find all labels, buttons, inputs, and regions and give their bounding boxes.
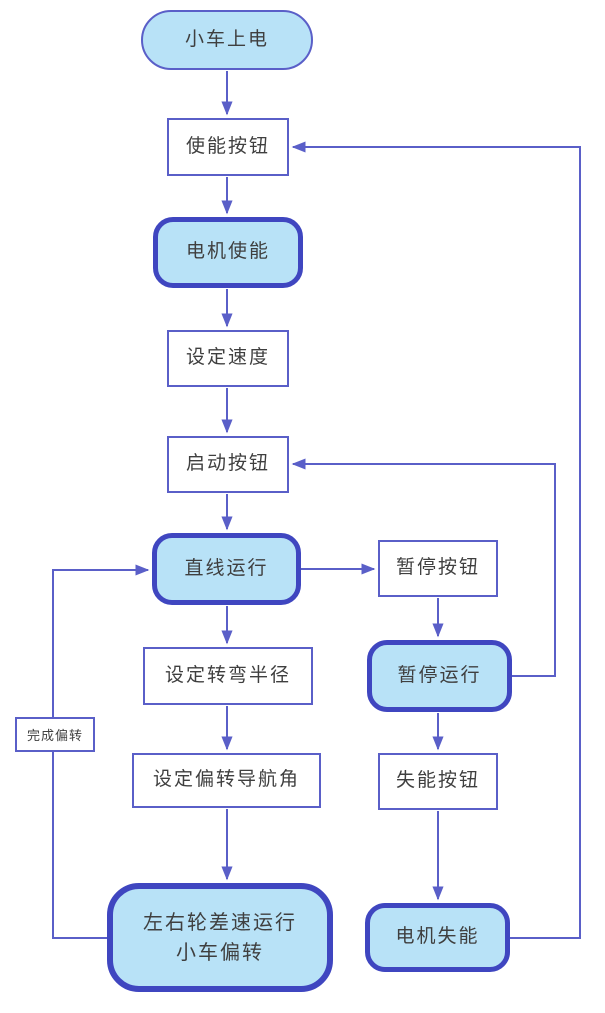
edge-label-complete-deflection: 完成偏转: [15, 717, 95, 752]
node-pause-button: 暂停按钮: [378, 540, 498, 597]
edge-pause-run-loop-to-start-button: [291, 458, 556, 677]
node-diff-run: 左右轮差速运行 小车偏转: [107, 883, 333, 992]
node-set-turn-radius: 设定转弯半径: [143, 647, 313, 705]
node-set-speed: 设定速度: [167, 330, 289, 387]
node-motor-enable: 电机使能: [153, 217, 303, 288]
node-power-on-label: 小车上电: [184, 28, 269, 50]
node-motor-disable-label: 电机失能: [395, 926, 480, 948]
node-enable-button: 使能按钮: [167, 118, 289, 176]
node-set-yaw-angle-label: 设定偏转导航角: [152, 769, 300, 791]
node-set-turn-radius-label: 设定转弯半径: [164, 664, 291, 686]
edge-motor-disable-loop-to-enable-button: [291, 141, 581, 939]
node-diff-run-label-line2: 小车偏转: [176, 941, 264, 964]
node-straight-run-label: 直线运行: [184, 557, 269, 579]
node-motor-disable: 电机失能: [365, 903, 510, 972]
edge-label-complete-deflection-text: 完成偏转: [26, 728, 83, 743]
node-power-on: 小车上电: [141, 10, 313, 70]
edge-diff-run-loop-to-straight-run: [52, 564, 150, 939]
node-pause-run: 暂停运行: [367, 640, 512, 712]
node-straight-run: 直线运行: [152, 533, 301, 605]
node-pause-run-label: 暂停运行: [397, 664, 482, 686]
node-pause-button-label: 暂停按钮: [395, 557, 480, 579]
node-start-button: 启动按钮: [167, 436, 289, 493]
node-set-speed-label: 设定速度: [185, 347, 270, 369]
node-enable-button-label: 使能按钮: [185, 135, 270, 157]
node-start-button-label: 启动按钮: [185, 453, 270, 475]
node-set-yaw-angle: 设定偏转导航角: [132, 753, 321, 808]
node-disable-button: 失能按钮: [378, 753, 498, 810]
node-motor-enable-label: 电机使能: [185, 241, 270, 263]
node-disable-button-label: 失能按钮: [395, 770, 480, 792]
node-diff-run-label-line1: 左右轮差速运行: [143, 911, 297, 934]
